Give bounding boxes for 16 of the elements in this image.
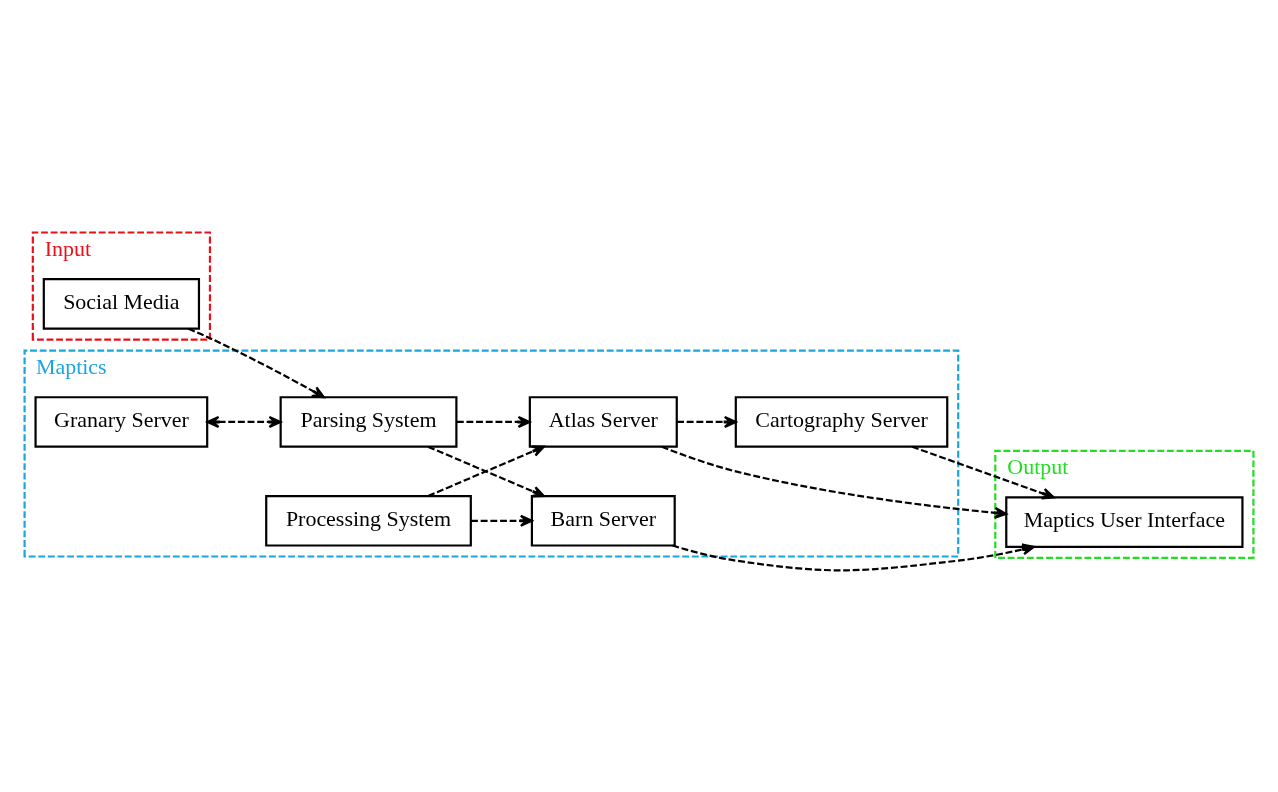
arrow (187, 327, 325, 399)
arrow (206, 415, 282, 428)
arrow (661, 445, 1008, 519)
node-box: Maptics User Interface (1005, 496, 1244, 548)
node-box: Atlas Server (528, 396, 678, 448)
node-box: Processing System (265, 495, 472, 547)
node-box: Social Media (42, 278, 201, 330)
arrow (911, 445, 1055, 500)
arrow (672, 543, 1035, 572)
arrow (471, 514, 533, 527)
arrow (456, 415, 531, 428)
node-box: Cartography Server (734, 396, 949, 448)
node-box: Parsing System (279, 396, 458, 448)
node-box: Barn Server (530, 495, 676, 547)
node-box: Granary Server (34, 396, 209, 448)
arrow (677, 415, 737, 428)
